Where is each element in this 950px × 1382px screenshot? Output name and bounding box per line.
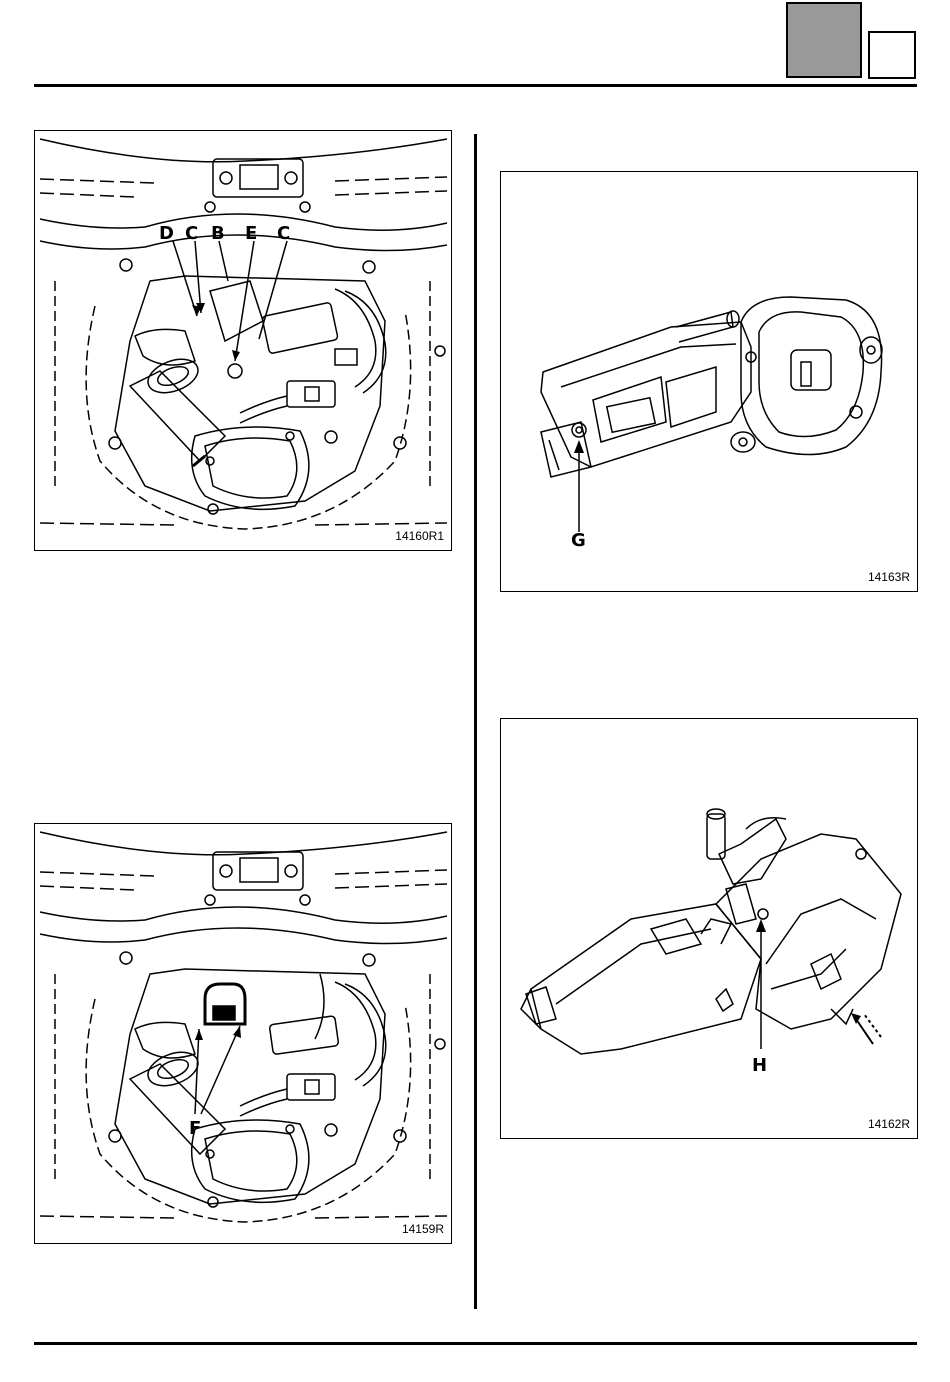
callout-g-label: G (571, 530, 586, 551)
motor-gearbox-illustration: H (501, 719, 918, 1139)
figure-number: 14160R1 (395, 529, 444, 543)
callout-b-label: B (211, 223, 225, 244)
figure-number: 14163R (868, 570, 910, 584)
callout-f-label: F (189, 1118, 201, 1139)
callout-d-label: D (159, 223, 174, 244)
callout-h-label: H (752, 1055, 767, 1076)
section-tab-empty (868, 31, 916, 79)
figure-wiper-motor-mounting: D C B E C 14160R1 (34, 130, 452, 551)
column-divider (474, 134, 477, 1309)
callout-c2-label: C (277, 223, 290, 244)
wiper-motor-clips-illustration: F (35, 824, 452, 1244)
figure-number: 14159R (402, 1222, 444, 1236)
header-rule (34, 84, 917, 87)
figure-number: 14162R (868, 1117, 910, 1131)
callout-c-label: C (185, 223, 198, 244)
motor-assembly-illustration: G (501, 172, 918, 592)
figure-motor-assembly-screw: G 14163R (500, 171, 918, 592)
figure-wiper-motor-clips: F 14159R (34, 823, 452, 1244)
figure-motor-gearbox-screw: H 14162R (500, 718, 918, 1139)
footer-rule (34, 1342, 917, 1345)
callout-e-label: E (245, 223, 257, 244)
wiper-motor-panel-illustration: D C B E C (35, 131, 452, 551)
section-tab-filled (786, 2, 862, 78)
